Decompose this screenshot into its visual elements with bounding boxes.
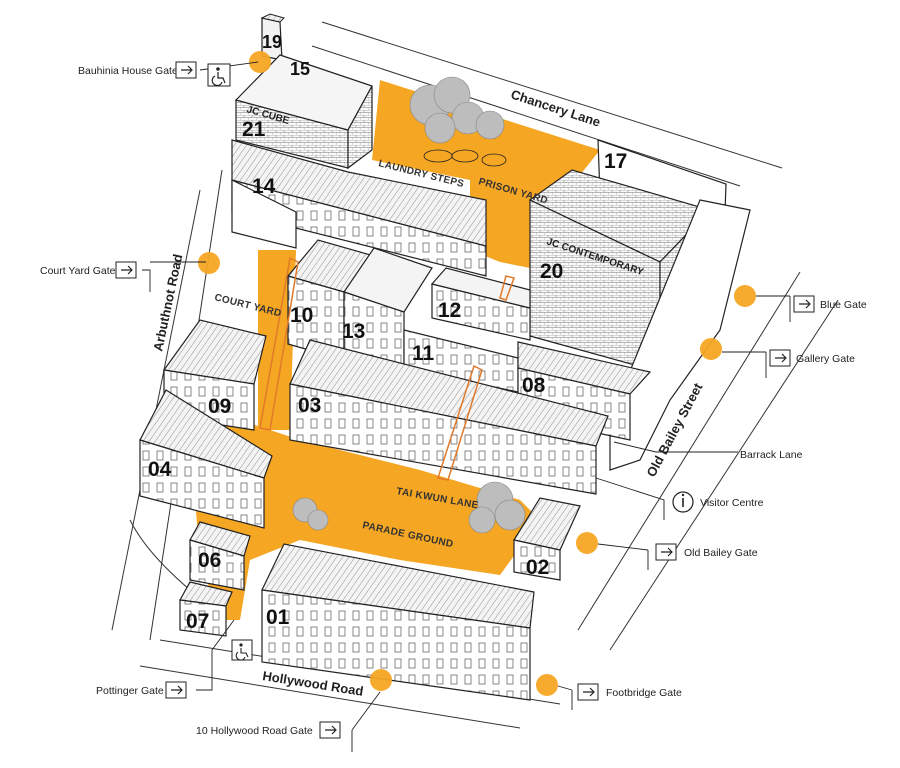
building-number-01: 01 <box>266 606 290 629</box>
chancery-lane-label: Chancery Lane <box>509 87 602 130</box>
building-number-11: 11 <box>412 342 435 365</box>
gallery-gate-marker <box>700 338 722 360</box>
building-06[interactable] <box>189 521 251 591</box>
entrance-arrow-icon <box>655 543 677 561</box>
bauhinia-house-gate-marker <box>249 51 271 73</box>
old-bailey-gate-marker <box>576 532 598 554</box>
building-number-17: 17 <box>604 150 627 173</box>
entrance-arrow-icon <box>319 721 341 739</box>
building-19[interactable] <box>260 13 285 61</box>
blue-gate-marker <box>734 285 756 307</box>
wheelchair-icon <box>231 639 253 661</box>
building-number-12: 12 <box>438 299 461 322</box>
building-number-15: 15 <box>290 59 310 79</box>
building-number-03: 03 <box>298 394 321 417</box>
court-yard-gate-marker <box>198 252 220 274</box>
bauhinia-house-gate-label[interactable]: Bauhinia House Gate <box>78 65 178 77</box>
building-04[interactable] <box>139 389 273 529</box>
entrance-arrow-icon <box>793 295 815 313</box>
entrance-arrow-icon <box>577 683 599 701</box>
pottinger-gate-label[interactable]: Pottinger Gate <box>96 685 164 697</box>
gate-markers <box>198 51 756 696</box>
hollywood-road-gate-label[interactable]: 10 Hollywood Road Gate <box>196 725 313 737</box>
entrance-arrow-icon <box>115 261 137 279</box>
building-21-jc-cube[interactable] <box>234 54 373 170</box>
parade-ground-area <box>190 420 540 620</box>
barrack-lane-label[interactable]: Barrack Lane <box>740 449 803 461</box>
building-number-14: 14 <box>252 175 276 198</box>
gate-legend: Bauhinia House Gate Court Yard Gate Blue… <box>40 61 867 739</box>
building-number-07: 07 <box>186 610 209 633</box>
old-bailey-gate-label[interactable]: Old Bailey Gate <box>684 547 758 559</box>
court-yard-gate-label[interactable]: Court Yard Gate <box>40 265 116 277</box>
footbridge-gate-label[interactable]: Footbridge Gate <box>606 687 682 699</box>
building-number-19: 19 <box>262 32 282 52</box>
building-03[interactable] <box>289 339 609 495</box>
info-icon <box>672 491 694 513</box>
gallery-gate-label[interactable]: Gallery Gate <box>796 353 855 365</box>
building-number-21: 21 <box>242 118 266 141</box>
building-12[interactable] <box>430 267 531 341</box>
building-number-20: 20 <box>540 260 563 283</box>
building-number-02: 02 <box>526 556 549 579</box>
footbridge-gate-marker <box>536 674 558 696</box>
entrance-arrow-icon <box>175 61 197 79</box>
building-number-06: 06 <box>198 549 221 572</box>
wheelchair-icon <box>207 63 231 87</box>
building-07[interactable] <box>179 581 233 637</box>
building-01[interactable] <box>261 543 535 701</box>
trees <box>292 76 526 534</box>
entrance-arrow-icon <box>165 681 187 699</box>
arbuthnot-road-label: Arbuthnot Road <box>150 253 185 353</box>
entrance-arrow-icon <box>769 349 791 367</box>
building-number-08: 08 <box>522 374 546 397</box>
building-number-13: 13 <box>342 320 365 343</box>
building-02[interactable] <box>513 497 581 581</box>
building-14[interactable] <box>231 139 487 277</box>
building-13[interactable] <box>343 247 433 369</box>
blue-gate-label[interactable]: Blue Gate <box>820 299 867 311</box>
building-number-10: 10 <box>290 304 313 327</box>
buildings <box>139 13 751 701</box>
building-number-09: 09 <box>208 395 231 418</box>
visitor-centre-label[interactable]: Visitor Centre <box>700 497 764 509</box>
building-number-04: 04 <box>148 458 172 481</box>
hollywood-road-gate-marker <box>370 669 392 691</box>
building-numbers: 19 15 21 14 17 20 10 13 12 11 08 09 03 0… <box>148 32 627 633</box>
